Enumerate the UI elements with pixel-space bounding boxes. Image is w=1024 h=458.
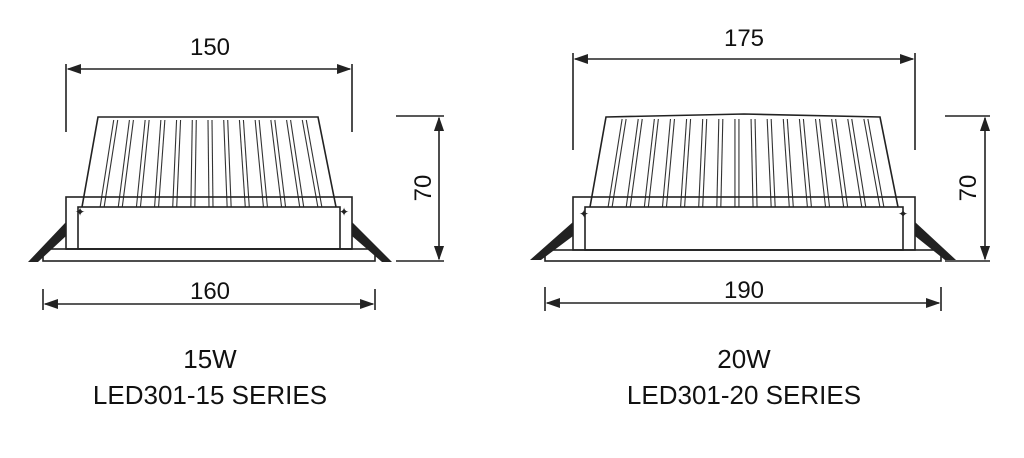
heatsink-fin-line xyxy=(242,119,250,208)
svg-text:✦: ✦ xyxy=(75,205,85,219)
top-width-label: 175 xyxy=(724,25,764,52)
height-dimension: 70 xyxy=(945,115,991,262)
heatsink-fin-line xyxy=(154,119,162,208)
heatsink-fin-line xyxy=(802,118,812,208)
heatsink-fin-line xyxy=(611,118,627,208)
heatsink-fin-line xyxy=(254,119,264,208)
heatsink-fin-line xyxy=(863,118,881,208)
heatsink-fin-line xyxy=(702,118,708,208)
heatsink-fin-line xyxy=(274,119,287,208)
heatsink-fin-line xyxy=(135,119,146,208)
heatsink-fin-line xyxy=(103,119,119,208)
heatsink-fin-line xyxy=(99,119,115,208)
height-label: 70 xyxy=(955,175,982,202)
heatsink-fin-line xyxy=(684,118,692,208)
heatsink xyxy=(589,113,899,208)
top-width-dimension: 175 xyxy=(572,25,916,150)
spring-clip-left xyxy=(530,222,573,260)
heatsink xyxy=(81,116,337,208)
heatsink-fin-line xyxy=(698,118,704,208)
heatsink-fin-line xyxy=(158,119,166,208)
heatsink-fin-line xyxy=(207,119,210,208)
heatsink-fin-line xyxy=(867,118,885,208)
heatsink-fin-line xyxy=(194,119,197,208)
series-label: LED301-20 SERIES xyxy=(627,380,861,410)
heatsink-fin-line xyxy=(172,119,178,208)
svg-text:✦: ✦ xyxy=(579,207,589,221)
heatsink-fin-line xyxy=(835,118,849,208)
heatsink-fin-line xyxy=(831,118,845,208)
heatsink-fin-line xyxy=(680,118,688,208)
top-width-label: 150 xyxy=(190,34,230,61)
housing: ✦ ✦ xyxy=(572,196,916,251)
heatsink-fin-line xyxy=(786,118,794,208)
bottom-width-label: 160 xyxy=(190,278,230,305)
height-label: 70 xyxy=(410,175,437,202)
heatsink-fin-line xyxy=(305,119,323,208)
heatsink-fin-line xyxy=(754,118,758,208)
heatsink-fin-line xyxy=(766,118,772,208)
flange xyxy=(42,248,376,262)
bottom-width-dimension: 190 xyxy=(544,277,942,311)
heatsink-fin-line xyxy=(661,118,672,208)
heatsink-fin-line xyxy=(227,119,232,208)
heatsink-fin-line xyxy=(223,119,228,208)
heatsink-fin-line xyxy=(847,118,863,208)
heatsink-fin-line xyxy=(290,119,305,208)
heatsink-fin-line xyxy=(139,119,150,208)
spring-clip-right xyxy=(915,222,956,260)
heatsink-fin-line xyxy=(258,119,268,208)
svg-text:✦: ✦ xyxy=(898,207,908,221)
product-15w-drawing: 150 ✦ ✦ 70 xyxy=(28,34,445,410)
heatsink-fin-line xyxy=(814,118,827,208)
heatsink-fin-line xyxy=(750,118,754,208)
heatsink-fin-line xyxy=(629,118,643,208)
top-width-dimension: 150 xyxy=(65,34,353,132)
heatsink-fin-line xyxy=(286,119,301,208)
heatsink-fin-line xyxy=(270,119,283,208)
heatsink-fin-line xyxy=(190,119,193,208)
power-label: 20W xyxy=(717,344,771,374)
heatsink-fin-line xyxy=(121,119,134,208)
heatsink-fin-line xyxy=(782,118,790,208)
svg-text:✦: ✦ xyxy=(339,205,349,219)
heatsink-fin-line xyxy=(238,119,246,208)
spring-clip-left xyxy=(28,222,66,262)
bottom-width-label: 190 xyxy=(724,277,764,304)
heatsink-fin-line xyxy=(176,119,182,208)
product-20w-drawing: 175 ✦ ✦ 70 xyxy=(530,25,991,410)
heatsink-fin-line xyxy=(117,119,130,208)
heatsink-fin-line xyxy=(851,118,867,208)
heatsink-fin-line xyxy=(818,118,831,208)
heatsink-fin-line xyxy=(720,118,724,208)
heatsink-fin-line xyxy=(647,118,659,208)
heatsink-fin-line xyxy=(607,118,623,208)
series-label: LED301-15 SERIES xyxy=(93,380,327,410)
heatsink-fin-line xyxy=(625,118,639,208)
heatsink-fin-line xyxy=(716,118,720,208)
flange xyxy=(544,249,942,262)
spring-clip-right xyxy=(352,222,392,262)
height-dimension: 70 xyxy=(396,115,445,262)
heatsink-fin-line xyxy=(665,118,676,208)
heatsink-fin-line xyxy=(301,119,319,208)
heatsink-fin-line xyxy=(643,118,655,208)
heatsink-fin-line xyxy=(798,118,808,208)
heatsink-fin-line xyxy=(211,119,214,208)
bottom-width-dimension: 160 xyxy=(42,278,376,310)
heatsink-fin-line xyxy=(770,118,776,208)
power-label: 15W xyxy=(183,344,237,374)
